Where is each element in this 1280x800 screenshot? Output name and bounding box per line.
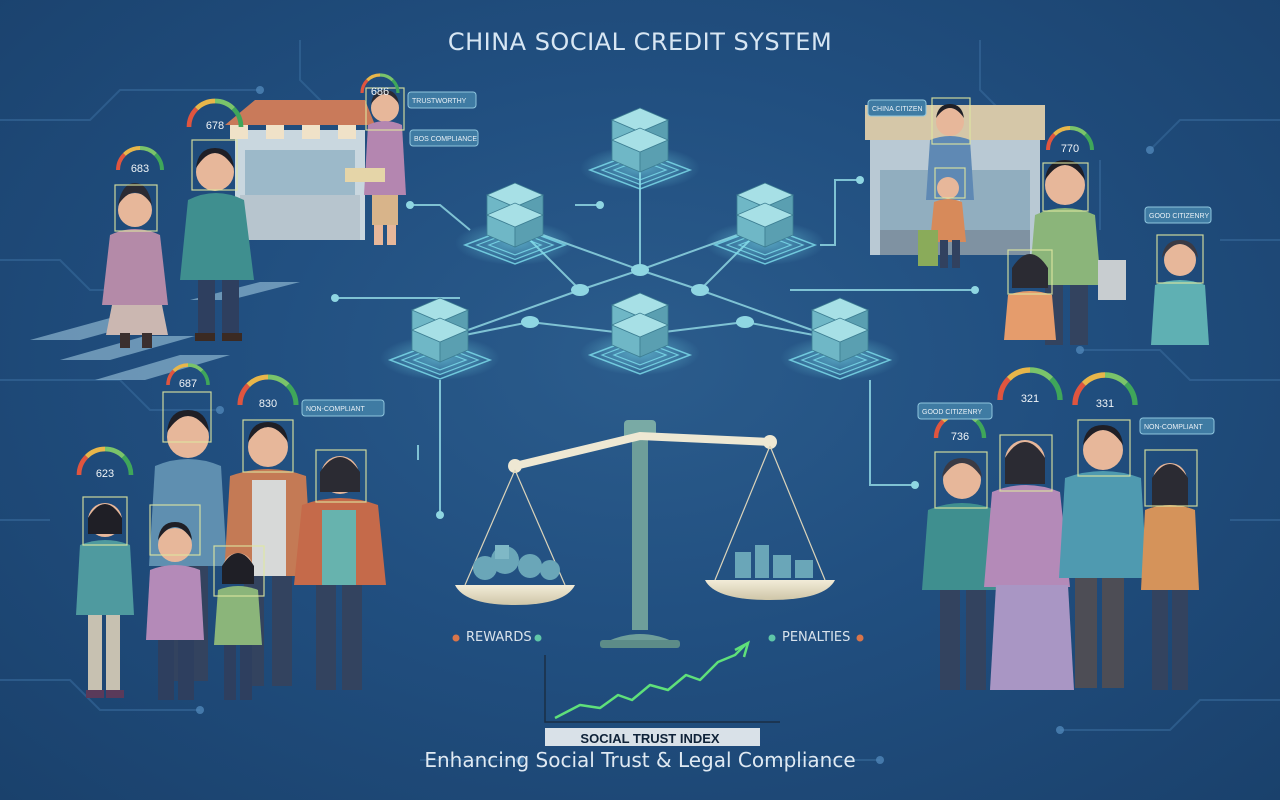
person-man-left (180, 148, 254, 341)
person-woman-bl (76, 503, 134, 698)
bottom-right-group (922, 425, 1199, 690)
top-left-scene (30, 90, 406, 380)
person-girl-right (1004, 254, 1056, 340)
penalties-dot-left (768, 634, 776, 642)
score-gauge: 686 (360, 73, 400, 98)
score-gauge: 830 (237, 374, 299, 410)
bubble-bottom-left-1: NON-COMPLIANT (301, 399, 385, 417)
server-node (580, 107, 700, 190)
balance-scale (455, 420, 835, 648)
person-father-right (1029, 160, 1126, 345)
score-value: 678 (206, 120, 224, 132)
bubble-text: NON-COMPLIANT (306, 406, 365, 413)
bubble-top-right-2: GOOD CITIZENRY (1144, 206, 1212, 224)
rewards-dot-right (534, 634, 542, 642)
server-nodes (380, 107, 900, 380)
bubble-text: BOS COMPLIANCE (414, 136, 477, 143)
bottom-left-group (76, 410, 386, 700)
score-value: 770 (1061, 143, 1079, 155)
score-gauge: 687 (166, 363, 210, 390)
score-value: 830 (259, 398, 277, 410)
network-junctions (331, 176, 979, 519)
score-gauge: 770 (1046, 126, 1094, 155)
trust-index-label: SOCIAL TRUST INDEX (580, 731, 720, 746)
circuit-dots (136, 86, 1154, 764)
rewards-pan-items (473, 545, 560, 580)
score-gauge: 683 (116, 146, 164, 175)
page-subtitle: Enhancing Social Trust & Legal Complianc… (424, 748, 856, 772)
bubble-text: CHINA CITIZEN (872, 106, 923, 113)
person-grandma-left (102, 183, 168, 348)
bubble-text: GOOD CITIZENRY (922, 409, 982, 416)
trust-index-trend (544, 640, 780, 746)
person-mother-bl (294, 456, 386, 690)
person-woman-br (984, 440, 1074, 690)
person-girl-br (1141, 463, 1199, 690)
score-gauge: 678 (186, 98, 244, 132)
server-node (705, 182, 825, 265)
bubble-bottom-right-1: GOOD CITIZENRY (917, 402, 993, 420)
penalties-dot-right (856, 634, 864, 642)
penalties-pan-items (735, 545, 813, 578)
page-title: CHINA SOCIAL CREDIT SYSTEM (447, 28, 833, 56)
score-gauge: 321 (997, 367, 1063, 405)
rewards-label: REWARDS (466, 630, 532, 645)
circuit-background (0, 40, 1280, 761)
bubble-top-left-2: BOS COMPLIANCE (409, 129, 479, 147)
bubble-top-right-1: CHINA CITIZEN (867, 99, 927, 117)
penalties-label: PENALTIES (782, 630, 851, 645)
score-value: 686 (371, 86, 389, 98)
server-node (455, 182, 575, 265)
bubble-bottom-right-2: NON-COMPLIANT (1139, 417, 1215, 435)
rewards-dot-left (452, 634, 460, 642)
person-vendor-left (345, 90, 406, 245)
score-value: 331 (1096, 398, 1114, 410)
bubble-text: GOOD CITIZENRY (1149, 213, 1209, 220)
score-value: 623 (96, 468, 114, 480)
score-gauges: 683 678 686 770 623 687 830 736 321 331 (76, 73, 1138, 480)
bubble-top-left-1: TRUSTWORTHY (407, 91, 477, 109)
bubble-text: TRUSTWORTHY (412, 98, 467, 105)
score-gauge: 331 (1072, 372, 1138, 410)
server-node (580, 292, 700, 375)
face-detection-frames (82, 87, 1204, 597)
scale-legend-dots (452, 634, 864, 642)
bubble-text: NON-COMPLIANT (1144, 424, 1203, 431)
score-value: 321 (1021, 393, 1039, 405)
server-node (380, 297, 500, 380)
person-grandma-br (922, 458, 1002, 690)
score-value: 687 (179, 378, 197, 390)
server-node (780, 297, 900, 380)
status-bubbles: TRUSTWORTHY BOS COMPLIANCE CHINA CITIZEN… (301, 91, 1215, 435)
person-boy-bl (146, 522, 204, 700)
market-stall (225, 100, 375, 240)
top-right-scene (865, 104, 1209, 345)
person-man-br (1059, 425, 1147, 688)
score-value: 736 (951, 431, 969, 443)
score-value: 683 (131, 163, 149, 175)
score-gauge: 623 (76, 446, 134, 480)
person-child-shop-right (918, 177, 966, 268)
person-grandma-right (1151, 240, 1209, 345)
person-girl-bl (214, 553, 262, 700)
